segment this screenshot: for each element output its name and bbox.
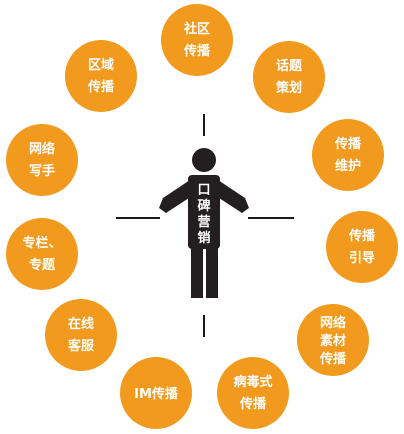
node-label-line: 网络 xyxy=(29,141,55,157)
node-label-line: 话题 xyxy=(276,58,303,74)
node-circle xyxy=(45,299,117,371)
node-circle xyxy=(253,41,325,113)
node-label-line: 在线 xyxy=(68,316,94,332)
center-label-char: 口 xyxy=(197,183,210,198)
node-label-line: 传播 xyxy=(334,136,362,152)
person-left-arm xyxy=(159,180,192,213)
node-material: 网络 素材 传播 xyxy=(297,304,369,376)
node-label-line: IM传播 xyxy=(134,386,179,402)
node-im: IM传播 xyxy=(120,357,192,429)
node-label-line: 素材 xyxy=(320,333,346,349)
node-label-line: 区域 xyxy=(88,57,114,73)
node-label-line: 引导 xyxy=(349,251,375,266)
node-circle xyxy=(65,40,137,112)
node-label-line: 传播 xyxy=(239,396,267,412)
node-label-line: 写手 xyxy=(29,163,55,179)
node-label-line: 客服 xyxy=(68,338,95,354)
node-community: 社区 传播 xyxy=(161,4,233,76)
person-head xyxy=(192,148,216,172)
node-label-line: 传播 xyxy=(183,43,211,59)
node-column: 专栏、 专题 xyxy=(6,218,78,290)
node-web-writer: 网络 写手 xyxy=(6,124,78,196)
node-label-line: 网络 xyxy=(320,315,346,331)
node-circle xyxy=(297,304,369,376)
node-circle xyxy=(161,4,233,76)
node-label-line: 传播 xyxy=(348,228,376,244)
center-label-char: 碑 xyxy=(197,198,210,214)
person-figure: 口 碑 营 销 xyxy=(159,148,249,298)
node-label-line: 传播 xyxy=(319,351,347,367)
node-circle xyxy=(120,357,192,429)
node-label-line: 维护 xyxy=(335,158,361,174)
node-label-line: 策划 xyxy=(276,80,302,96)
node-label-line: 社区 xyxy=(183,21,210,37)
node-online-service: 在线 客服 xyxy=(45,299,117,371)
center-label-char: 销 xyxy=(197,230,210,246)
node-circle xyxy=(6,124,78,196)
node-label-line: 病毒式 xyxy=(233,374,272,390)
node-circle xyxy=(326,211,398,283)
person-torso xyxy=(188,175,220,249)
node-circle xyxy=(312,119,384,191)
node-circle xyxy=(6,218,78,290)
node-guide: 传播 引导 xyxy=(326,211,398,283)
node-maintain: 传播 维护 xyxy=(312,119,384,191)
node-regional: 区域 传播 xyxy=(65,40,137,112)
person-left-leg xyxy=(191,246,203,298)
center-label-char: 营 xyxy=(197,214,210,230)
node-topic: 话题 策划 xyxy=(253,41,325,113)
person-right-leg xyxy=(206,246,218,298)
person-right-arm xyxy=(216,180,249,213)
node-label-line: 专题 xyxy=(29,257,56,273)
node-label-line: 专栏、 xyxy=(22,235,61,251)
node-virus: 病毒式 传播 xyxy=(217,357,289,429)
node-circle xyxy=(217,357,289,429)
node-label-line: 传播 xyxy=(87,79,115,95)
